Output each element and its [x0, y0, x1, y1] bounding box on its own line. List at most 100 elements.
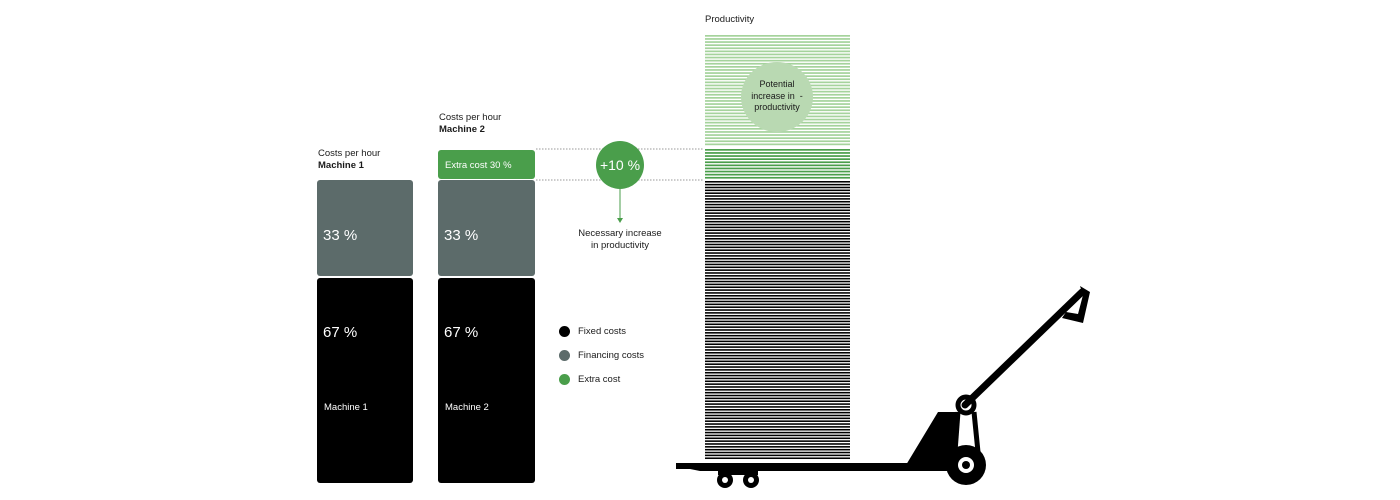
base-line-6 [705, 198, 850, 200]
base-line-40 [705, 295, 850, 297]
pallet-truck-icon [676, 286, 1090, 488]
base-line-46 [705, 312, 850, 314]
base-line-92 [705, 443, 850, 445]
base-line-55 [705, 337, 850, 340]
base-line-3 [705, 189, 850, 192]
machine1-header: Costs per hour Machine 1 [318, 148, 380, 172]
base-line-76 [705, 397, 850, 400]
base-line-60 [705, 352, 850, 354]
machine2-header: Costs per hour Machine 2 [439, 112, 501, 136]
base-line-38 [705, 289, 850, 291]
base-line-72 [705, 386, 850, 388]
base-line-61 [705, 354, 850, 357]
potential-dash: - [799, 90, 803, 101]
base-line-10 [705, 209, 850, 212]
potential-line-7 [705, 56, 850, 59]
base-line-50 [705, 323, 850, 326]
base-line-1 [705, 183, 850, 186]
machine1-header-line2: Machine 1 [318, 160, 364, 171]
base-line-73 [705, 389, 850, 391]
base-line-51 [705, 326, 850, 328]
potential-line1: Potential [759, 79, 795, 89]
base-line-83 [705, 417, 850, 420]
potential-line-33 [705, 137, 850, 140]
potential-line-6 [705, 53, 850, 56]
base-line-63 [705, 360, 850, 363]
base-line-31 [705, 269, 850, 271]
base-line-64 [705, 363, 850, 365]
potential-line-4 [705, 47, 850, 50]
base-line-11 [705, 212, 850, 214]
potential-line3: productivity [754, 102, 800, 112]
potential-line-0 [705, 35, 850, 37]
potential-circle [741, 62, 813, 132]
base-line-57 [705, 343, 850, 346]
base-line-28 [705, 260, 850, 263]
machine1-label: Machine 1 [324, 402, 368, 413]
base-line-94 [705, 448, 850, 451]
extra-line-0 [705, 149, 850, 151]
legend-extra-cost: Extra cost [559, 374, 620, 385]
potential-line-35 [705, 143, 850, 146]
base-line-48 [705, 317, 850, 320]
base-line-85 [705, 423, 850, 425]
machine2-extra-bar [438, 150, 535, 179]
base-line-12 [705, 215, 850, 217]
base-line-87 [705, 428, 850, 431]
machine2-fixed-bar [438, 278, 535, 483]
base-line-59 [705, 349, 850, 351]
base-line-97 [705, 457, 850, 460]
base-line-75 [705, 394, 850, 397]
extra-line-4 [705, 161, 850, 164]
base-line-18 [705, 232, 850, 234]
base-line-23 [705, 246, 850, 249]
base-line-8 [705, 203, 850, 206]
base-line-15 [705, 223, 850, 226]
base-line-93 [705, 446, 850, 448]
legend-fixed-label: Fixed costs [578, 326, 627, 337]
base-line-89 [705, 434, 850, 437]
potential-line-1 [705, 38, 850, 40]
base-line-91 [705, 440, 850, 442]
base-line-32 [705, 272, 850, 274]
extra-line-1 [705, 152, 850, 154]
base-line-49 [705, 320, 850, 323]
base-line-14 [705, 220, 850, 223]
base-line-78 [705, 403, 850, 405]
base-line-96 [705, 454, 850, 457]
productivity-title: Productivity [705, 14, 755, 25]
base-line-65 [705, 366, 850, 368]
machine2-financing-pct: 33 % [444, 227, 479, 244]
base-line-0 [705, 181, 850, 183]
machine1-fixed-pct: 67 % [323, 324, 358, 341]
base-line-9 [705, 206, 850, 209]
base-line-84 [705, 420, 850, 422]
legend-financing-costs: Financing costs [559, 350, 644, 361]
wheel-fork-left [952, 411, 961, 453]
base-line-2 [705, 186, 850, 189]
base-line-95 [705, 451, 850, 454]
truck-handle [961, 288, 1086, 409]
base-line-13 [705, 218, 850, 220]
base-line-45 [705, 309, 850, 311]
base-line-30 [705, 266, 850, 269]
base-line-69 [705, 377, 850, 380]
base-line-68 [705, 374, 850, 377]
legend-fixed-costs: Fixed costs [559, 326, 626, 337]
extra-line-3 [705, 158, 850, 161]
legend-fixed-dot [559, 326, 570, 337]
extra-line-2 [705, 155, 850, 157]
base-line-39 [705, 292, 850, 294]
base-line-79 [705, 406, 850, 408]
steer-wheel-axle [962, 461, 970, 469]
base-line-74 [705, 391, 850, 394]
base-line-29 [705, 263, 850, 266]
base-line-33 [705, 275, 850, 277]
load-wheel-1-hub [722, 477, 728, 483]
base-line-17 [705, 229, 850, 232]
machine2-fixed-pct: 67 % [444, 324, 479, 341]
machine1-fixed-bar [317, 278, 413, 483]
legend-financing-label: Financing costs [578, 350, 645, 361]
